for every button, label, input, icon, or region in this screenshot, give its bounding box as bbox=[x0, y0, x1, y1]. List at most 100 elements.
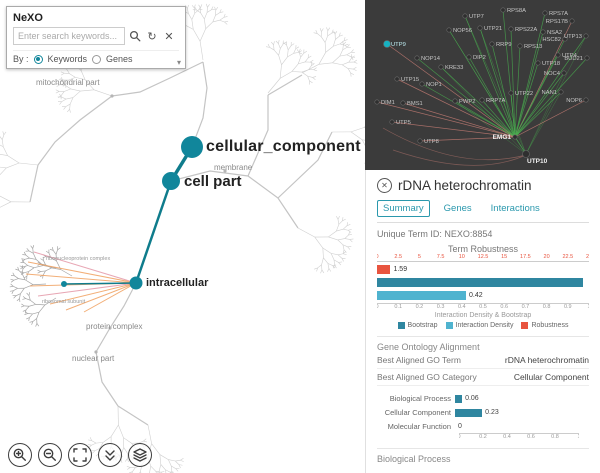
tab-summary[interactable]: Summary bbox=[377, 200, 430, 217]
network-node[interactable] bbox=[561, 70, 567, 76]
network-node[interactable] bbox=[512, 134, 518, 140]
network-node[interactable] bbox=[517, 43, 523, 49]
node-intracellular[interactable] bbox=[129, 276, 143, 290]
axis-tick-label: 12.5 bbox=[477, 254, 489, 260]
radio-genes-label[interactable]: Genes bbox=[106, 54, 133, 64]
radio-keywords[interactable] bbox=[33, 54, 43, 64]
node-label-nuclear-part[interactable]: nuclear part bbox=[72, 354, 115, 363]
node-cellular-component[interactable] bbox=[181, 136, 203, 158]
network-node[interactable] bbox=[500, 7, 506, 13]
legend-label-robustness: Robustness bbox=[531, 322, 569, 329]
network-node-label: RPS17B bbox=[546, 19, 568, 25]
network-node-label: NOP6 bbox=[566, 98, 582, 104]
network-node[interactable] bbox=[583, 33, 589, 39]
tab-genes[interactable]: Genes bbox=[443, 203, 472, 214]
network-node[interactable] bbox=[446, 27, 452, 33]
network-node[interactable] bbox=[569, 18, 575, 24]
close-icon[interactable]: ✕ bbox=[377, 178, 392, 193]
legend-label-bootstrap: Bootstrap bbox=[407, 322, 438, 329]
reset-icon[interactable]: ↻ bbox=[147, 30, 157, 43]
tab-interactions[interactable]: Interactions bbox=[490, 203, 540, 214]
network-node[interactable] bbox=[508, 26, 514, 32]
network-node[interactable] bbox=[414, 55, 420, 61]
axis-tick-label: 0.3 bbox=[436, 304, 445, 310]
network-node[interactable] bbox=[389, 119, 395, 125]
network-node[interactable] bbox=[419, 81, 425, 87]
network-node[interactable] bbox=[540, 29, 546, 35]
node-label-mitochondrial-part[interactable]: mitochondrial part bbox=[36, 78, 100, 87]
network-node-label: KRE33 bbox=[445, 65, 463, 71]
network-node-label: DIM1 bbox=[381, 100, 395, 106]
robustness-value: 1.59 bbox=[393, 266, 408, 273]
network-node[interactable] bbox=[479, 97, 485, 103]
node-label-cellular-component[interactable]: cellular_component bbox=[206, 138, 361, 155]
axis-tick-label: 25 bbox=[585, 254, 589, 260]
network-node[interactable] bbox=[558, 89, 564, 95]
network-node[interactable] bbox=[555, 52, 561, 58]
node-label-protein-complex[interactable]: protein complex bbox=[86, 322, 143, 331]
network-node[interactable] bbox=[466, 54, 472, 60]
network-node[interactable] bbox=[400, 100, 406, 106]
axis-tick-label: 1 bbox=[587, 304, 589, 311]
network-node-label: UTP22 bbox=[515, 91, 533, 97]
node-label-membrane[interactable]: membrane bbox=[214, 163, 253, 172]
network-node[interactable] bbox=[417, 138, 423, 144]
network-node[interactable] bbox=[508, 90, 514, 96]
node-label-ribosomal-subunit: ribosomal subunit bbox=[42, 299, 86, 305]
chevron-down-icon[interactable]: ▾ bbox=[176, 58, 181, 67]
bottom-axis-ticks: 00.10.20.30.40.50.60.70.80.91 bbox=[377, 304, 589, 311]
network-node[interactable] bbox=[477, 25, 483, 31]
network-node-label: RPS7A bbox=[549, 11, 568, 17]
network-node[interactable] bbox=[394, 76, 400, 82]
network-node[interactable] bbox=[583, 97, 589, 103]
network-node[interactable] bbox=[452, 98, 458, 104]
node-label-cell-part[interactable]: cell part bbox=[184, 173, 242, 190]
selected-path-edges bbox=[63, 146, 194, 285]
axis-tick-label: 22.5 bbox=[562, 254, 574, 260]
network-node[interactable] bbox=[383, 40, 391, 48]
zoom-out-button[interactable] bbox=[38, 443, 62, 467]
network-node[interactable] bbox=[489, 41, 495, 47]
radio-keywords-label[interactable]: Keywords bbox=[47, 54, 88, 64]
network-node[interactable] bbox=[562, 36, 568, 42]
network-node[interactable] bbox=[438, 64, 444, 70]
go-alignment-heading: Gene Ontology Alignment bbox=[377, 336, 589, 352]
fit-to-screen-icon bbox=[73, 448, 87, 462]
mini-category-mf: Molecular Function bbox=[387, 422, 451, 431]
zoom-in-button[interactable] bbox=[8, 443, 32, 467]
network-node[interactable] bbox=[542, 10, 548, 16]
node-cell-part[interactable] bbox=[162, 172, 180, 190]
bottom-axis-label: Interaction Density & Bootstrap bbox=[434, 312, 532, 319]
coexpression-edges bbox=[25, 251, 137, 313]
search-icon[interactable] bbox=[128, 29, 142, 43]
node-label-intracellular[interactable]: intracellular bbox=[146, 277, 209, 289]
layers-button[interactable] bbox=[128, 443, 152, 467]
axis-tick-label: 0 bbox=[459, 434, 461, 441]
layers-icon bbox=[133, 448, 147, 462]
network-node[interactable] bbox=[584, 55, 590, 61]
go-category-label: Best Aligned GO Category bbox=[377, 372, 477, 382]
node-cluster-hub[interactable] bbox=[61, 281, 67, 287]
clear-icon[interactable]: ✕ bbox=[164, 30, 174, 43]
network-node-label: UTP7 bbox=[469, 14, 484, 20]
axis-tick-label: 0.4 bbox=[457, 304, 466, 310]
cc-score-value: 0.23 bbox=[485, 409, 499, 416]
network-node-label: UTP4 bbox=[562, 53, 578, 59]
search-widget: NeXO ↻ ✕ By : Keywords Genes ▾ bbox=[6, 6, 186, 69]
mini-category-cc: Cellular Component bbox=[384, 408, 451, 417]
network-node-label: NOP1 bbox=[426, 82, 442, 88]
network-node-label: BUD21 bbox=[564, 56, 583, 62]
network-node[interactable] bbox=[535, 60, 541, 66]
search-input[interactable] bbox=[13, 27, 125, 45]
network-node[interactable] bbox=[522, 150, 530, 158]
fit-to-screen-button[interactable] bbox=[68, 443, 92, 467]
top-axis-line bbox=[377, 261, 589, 262]
network-node[interactable] bbox=[374, 99, 380, 105]
expand-collapse-button[interactable] bbox=[98, 443, 122, 467]
interaction-density-value: 0.42 bbox=[469, 292, 483, 299]
ontology-canvas[interactable]: cellular_component cell part intracellul… bbox=[0, 0, 365, 473]
mf-score-value: 0 bbox=[458, 423, 462, 430]
network-node[interactable] bbox=[462, 13, 468, 19]
radio-genes[interactable] bbox=[92, 54, 102, 64]
